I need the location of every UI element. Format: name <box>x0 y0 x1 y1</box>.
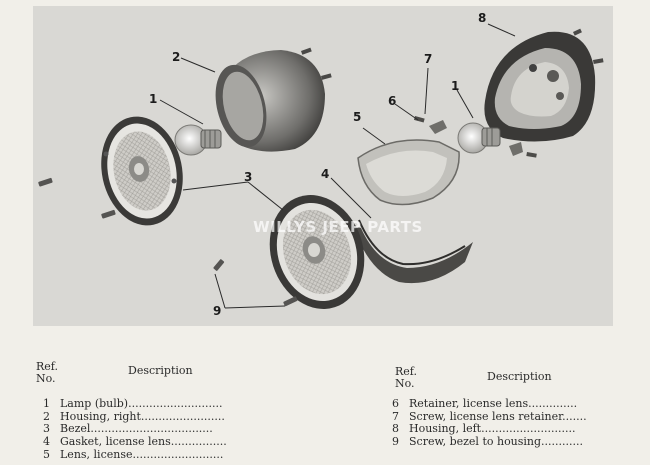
part-desc: Retainer, license lens.............. <box>409 397 578 410</box>
ref-header-right-line2: No. <box>395 377 415 390</box>
screws <box>38 177 298 307</box>
part-desc: Screw, license lens retainer....... <box>409 409 587 423</box>
part-ref: 6 <box>392 397 399 410</box>
ref-header-right-line1: Ref. <box>395 365 417 378</box>
part-ref: 7 <box>392 409 399 423</box>
ref-header-right: Ref. No. <box>395 366 417 390</box>
part-row: 7 Screw, license lens retainer....... <box>385 409 587 424</box>
description-header-right: Description <box>487 370 552 383</box>
part-row: 3 Bezel..................................… <box>36 423 227 436</box>
part-row: 6 Retainer, license lens.............. <box>385 397 587 411</box>
housing-left <box>484 28 604 142</box>
callout-5: 5 <box>353 110 362 124</box>
part-row: 1 Lamp (bulb)........................... <box>36 397 227 411</box>
callout-9: 9 <box>213 304 222 318</box>
retainer-clip <box>509 142 537 158</box>
part-desc: Housing, right........................ <box>60 409 225 423</box>
part-row: 9 Screw, bezel to housing............ <box>385 435 587 449</box>
part-desc: Screw, bezel to housing............ <box>409 435 584 449</box>
housing-right <box>215 47 332 152</box>
part-desc: Gasket, license lens................ <box>60 435 227 449</box>
callout-7: 7 <box>424 52 433 66</box>
bulb-left <box>174 124 222 156</box>
part-row: 4 Gasket, license lens................ <box>36 435 227 449</box>
callout-1-right: 1 <box>451 79 460 93</box>
bezel-center <box>269 195 365 309</box>
part-ref: 3 <box>43 422 50 436</box>
callout-6: 6 <box>388 94 397 108</box>
part-ref: 2 <box>43 409 50 423</box>
part-row: 5 Lens, license.......................... <box>36 447 227 462</box>
part-ref: 9 <box>392 435 399 449</box>
exploded-view-drawing <box>38 23 604 309</box>
callout-2: 2 <box>172 50 181 64</box>
ref-header-left: Ref. No. <box>36 361 58 385</box>
bulb-right <box>457 122 501 154</box>
ref-header-left-line1: Ref. <box>36 360 58 373</box>
callout-8: 8 <box>478 11 487 25</box>
exploded-view-illustration: 1 2 3 4 5 6 7 8 1 9 WILLYS JEEP PARTS <box>33 6 613 326</box>
lens-retainer <box>413 116 447 134</box>
part-desc: Housing, left........................... <box>409 422 576 436</box>
part-desc: Bezel................................... <box>60 422 213 436</box>
leader-lines <box>159 23 516 309</box>
part-row: 2 Housing, right........................ <box>36 409 227 424</box>
watermark: WILLYS JEEP PARTS <box>253 218 423 236</box>
ref-header-left-line2: No. <box>36 372 56 385</box>
part-ref: 4 <box>43 435 50 449</box>
part-ref: 8 <box>392 422 399 436</box>
description-header-left: Description <box>128 364 193 377</box>
part-ref: 5 <box>43 447 50 461</box>
part-ref: 1 <box>43 397 50 410</box>
callout-4: 4 <box>321 167 330 181</box>
license-lens <box>357 139 460 206</box>
gasket <box>353 219 473 284</box>
bezel-left <box>101 116 183 226</box>
part-desc: Lens, license.......................... <box>60 447 224 461</box>
callout-1-left: 1 <box>149 92 158 106</box>
part-row: 8 Housing, left..........................… <box>385 423 587 436</box>
callout-3: 3 <box>244 170 253 184</box>
part-desc: Lamp (bulb)........................... <box>60 397 223 410</box>
